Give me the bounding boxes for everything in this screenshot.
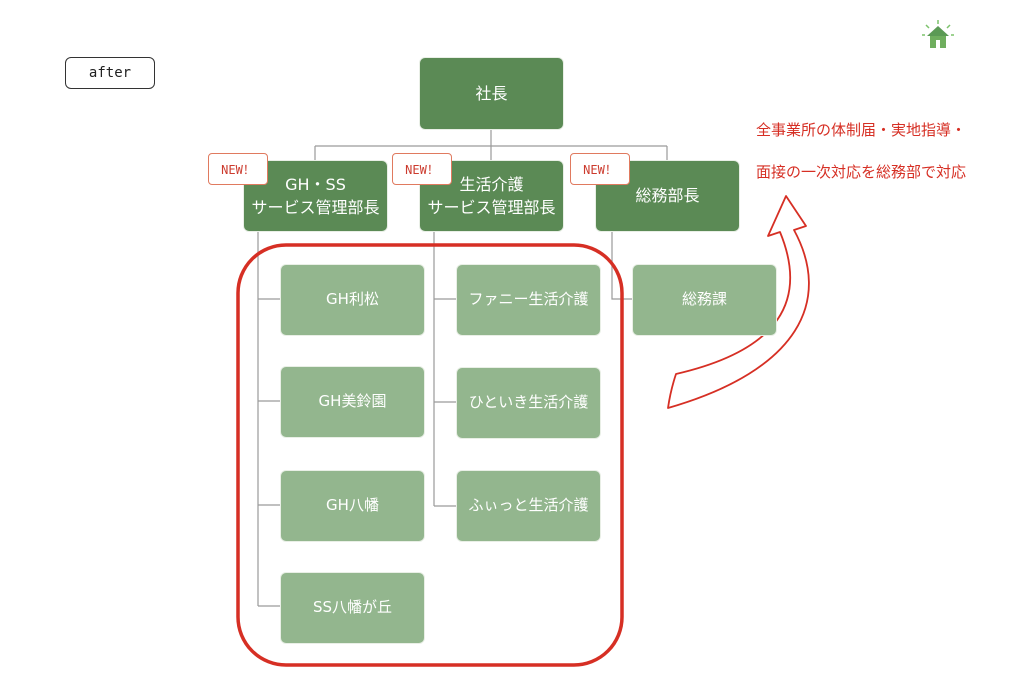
life-care-unit-box: ファニー生活介護 — [456, 264, 601, 336]
life-care-manager-box: 生活介護 サービス管理部長 — [419, 160, 564, 232]
general-affairs-section-box: 総務課 — [632, 264, 777, 336]
new-badge: NEW！ — [570, 153, 630, 185]
president-box: 社長 — [419, 57, 564, 130]
new-badge: NEW！ — [392, 153, 452, 185]
highlight-frame — [236, 243, 624, 667]
new-badge: NEW！ — [208, 153, 268, 185]
life-care-unit-box: ふぃっと生活介護 — [456, 470, 601, 542]
annotation-line-2: 面接の一次対応を総務部で対応 — [756, 163, 967, 181]
life-care-unit-box: ひといき生活介護 — [456, 367, 601, 439]
gh-unit-box: GH美鈴園 — [280, 366, 425, 438]
after-label: after — [65, 57, 155, 89]
house-tree-logo-icon — [922, 20, 954, 48]
gh-unit-box: GH利松 — [280, 264, 425, 336]
gh-unit-box: GH八幡 — [280, 470, 425, 542]
ss-unit-box: SS八幡が丘 — [280, 572, 425, 644]
annotation-line-1: 全事業所の体制届・実地指導・ — [756, 121, 967, 139]
